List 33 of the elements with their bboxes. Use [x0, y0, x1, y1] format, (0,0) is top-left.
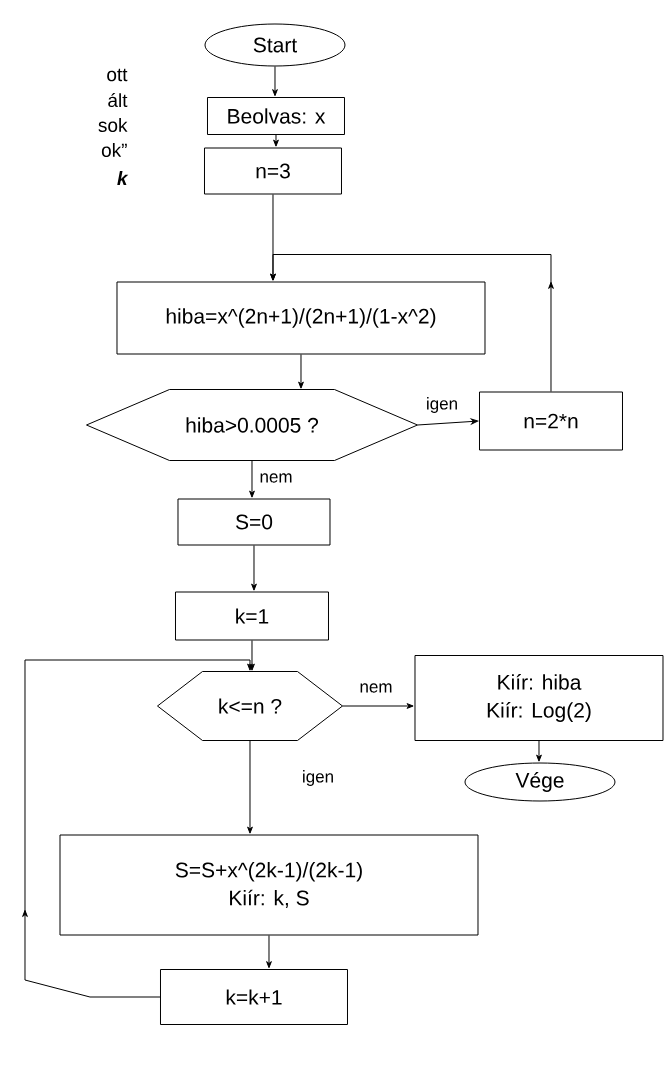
arrow	[249, 460, 255, 498]
arrow	[266, 935, 272, 969]
arrow	[272, 66, 278, 97]
cropped-text: ott	[107, 68, 128, 82]
arrow	[536, 740, 542, 762]
arrow	[270, 254, 554, 392]
cropped-text: sok	[98, 118, 128, 132]
process-box: S=0	[177, 498, 331, 546]
arrow	[298, 354, 304, 389]
decision-hexagon: hiba>0.0005 ?	[86, 389, 418, 461]
decision-hexagon: k<=n ?	[157, 671, 343, 741]
edge-label: nem	[258, 472, 294, 484]
process-box: k=k+1	[160, 969, 348, 1025]
process-box: Kiír: hiba Kiír: Log(2)	[414, 655, 664, 741]
arrow	[22, 659, 253, 998]
process-box: n=2*n	[479, 391, 623, 451]
process-box: n=3	[204, 147, 342, 195]
cropped-text: k	[117, 171, 129, 185]
arrow	[273, 134, 279, 147]
arrow	[251, 545, 257, 591]
arrow	[342, 703, 414, 709]
cropped-text: ok”	[101, 143, 127, 157]
edge-label: igen	[300, 769, 336, 787]
arrow	[249, 640, 255, 671]
process-box: k=1	[175, 591, 329, 641]
edge-label: nem	[358, 682, 394, 694]
process-box: Beolvas: x	[207, 97, 345, 135]
cropped-text: ált	[108, 92, 128, 108]
process-box: hiba=x^(2n+1)/(2n+1)/(1-x^2)	[116, 281, 486, 355]
arrow	[417, 418, 479, 426]
edge-label: igen	[424, 396, 460, 414]
arrow	[247, 740, 253, 834]
process-box: S=S+x^(2k-1)/(2k-1) Kiír: k, S	[59, 834, 479, 936]
